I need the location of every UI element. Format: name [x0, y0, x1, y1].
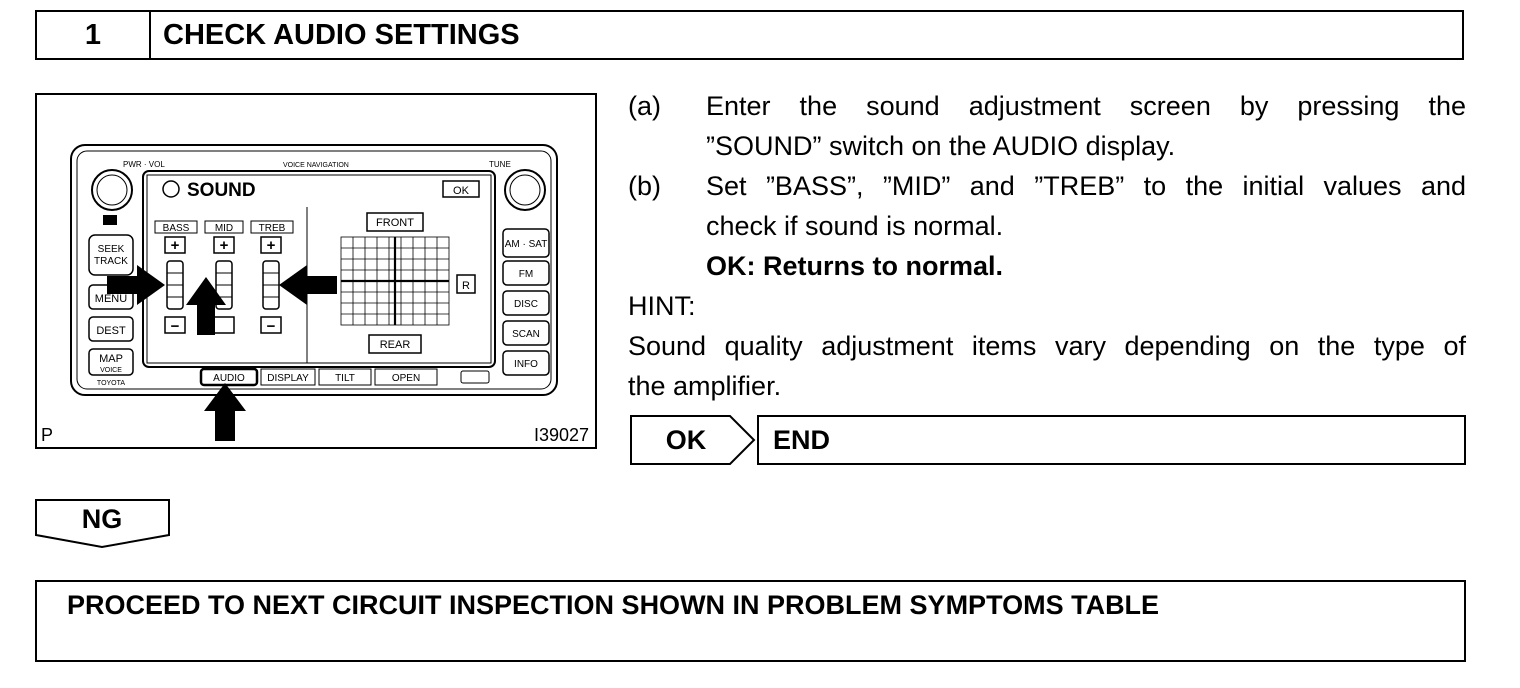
step-title: CHECK AUDIO SETTINGS	[163, 18, 520, 51]
ng-label: NG	[81, 503, 123, 534]
svg-text:SCAN: SCAN	[512, 329, 540, 340]
figure-corner-letter: P	[41, 425, 54, 445]
arrow-right-icon	[186, 277, 226, 335]
tune-knob-icon	[504, 169, 546, 211]
right-button	[456, 274, 476, 294]
display-screen	[142, 170, 496, 368]
map-voice-button	[88, 348, 134, 376]
label-voice-navigation: VOICE NAVIGATION	[283, 162, 349, 169]
svg-text:−: −	[171, 318, 180, 335]
hint-line2: the amplifier.	[628, 371, 782, 401]
fader-grid	[340, 236, 450, 326]
eq-plus-buttons: + + +	[164, 236, 282, 254]
step-number: 1	[37, 12, 151, 58]
step-b-marker: (b)	[628, 171, 661, 201]
hint-label: HINT:	[628, 291, 696, 321]
rear-button	[368, 334, 422, 354]
audio-tab	[199, 367, 259, 387]
svg-text:+: +	[171, 237, 180, 254]
arrow-right-icon	[107, 265, 165, 305]
seek-track-button	[88, 234, 134, 276]
dest-button	[88, 316, 134, 342]
figure-id: I39027	[533, 425, 589, 445]
screen-title: SOUND	[187, 180, 256, 201]
step-b-line1: Set ”BASS”, ”MID” and ”TREB” to the init…	[706, 171, 1466, 201]
mid-label-box	[204, 220, 244, 234]
audio-display-figure: PWR · VOL VOICE NAVIGATION TUNE SEEK TRA…	[35, 93, 597, 449]
step-a-marker: (a)	[628, 91, 661, 121]
brand-label: TOYOTA	[97, 380, 125, 387]
fm-button	[502, 260, 550, 286]
bass-label-box	[154, 220, 198, 234]
info-button	[502, 350, 550, 376]
svg-text:MENU: MENU	[95, 293, 127, 305]
svg-text:VOICE: VOICE	[100, 367, 122, 374]
step-a-line2: ”SOUND” switch on the AUDIO display.	[706, 131, 1176, 161]
svg-text:DISPLAY: DISPLAY	[267, 373, 309, 384]
svg-text:−: −	[267, 318, 276, 335]
am-sat-button	[502, 228, 550, 258]
disc-button	[502, 290, 550, 316]
next-action-box: PROCEED TO NEXT CIRCUIT INSPECTION SHOWN…	[35, 580, 1466, 662]
end-box: END	[757, 415, 1466, 465]
svg-text:SEEK: SEEK	[98, 244, 125, 255]
pointer-arrows	[107, 265, 337, 441]
svg-text:MAP: MAP	[99, 353, 123, 365]
svg-text:R: R	[462, 280, 470, 292]
arrow-up-icon	[204, 383, 246, 441]
svg-text:FM: FM	[519, 269, 533, 280]
display-tab	[260, 368, 316, 386]
svg-text:DISC: DISC	[514, 299, 538, 310]
svg-text:BASS: BASS	[163, 223, 190, 234]
label-tune: TUNE	[489, 160, 511, 169]
volume-knob-icon	[91, 169, 133, 211]
step-a-line1: Enter the sound adjustment screen by pre…	[706, 91, 1466, 121]
svg-text:AM · SAT: AM · SAT	[505, 239, 548, 250]
screen-ok-button	[442, 180, 480, 198]
front-button	[366, 212, 424, 232]
sound-icon	[162, 180, 180, 198]
step-header: 1 CHECK AUDIO SETTINGS	[35, 10, 1464, 60]
ok-result: OK: Returns to normal.	[706, 251, 1004, 281]
svg-text:TRACK: TRACK	[94, 256, 128, 267]
label-pwr-vol: PWR · VOL	[123, 160, 165, 169]
ok-arrow-tag	[630, 415, 756, 465]
svg-text:REAR: REAR	[380, 339, 411, 351]
hint-line1: Sound quality adjustment items vary depe…	[628, 331, 1466, 361]
arrow-left-icon	[279, 265, 337, 305]
eq-sliders	[166, 260, 280, 310]
svg-text:INFO: INFO	[514, 359, 538, 370]
head-unit-illustration: PWR · VOL VOICE NAVIGATION TUNE SEEK TRA…	[70, 144, 558, 441]
treb-label-box	[250, 220, 294, 234]
svg-text:AUDIO: AUDIO	[213, 373, 245, 384]
next-action-text: PROCEED TO NEXT CIRCUIT INSPECTION SHOWN…	[67, 590, 1160, 620]
svg-text:OK: OK	[453, 185, 470, 197]
svg-text:DEST: DEST	[96, 325, 126, 337]
eject-icon	[103, 215, 117, 225]
svg-text:+: +	[267, 237, 276, 254]
tilt-tab	[318, 368, 372, 386]
svg-text:MID: MID	[215, 223, 233, 234]
ng-arrow-tag	[35, 499, 170, 549]
head-unit-bezel	[70, 144, 558, 396]
svg-text:FRONT: FRONT	[376, 217, 414, 229]
eq-minus-buttons: − −	[164, 316, 282, 335]
svg-text:TILT: TILT	[335, 373, 355, 384]
scan-button	[502, 320, 550, 346]
ok-label: OK	[665, 424, 707, 455]
svg-text:OPEN: OPEN	[392, 373, 420, 384]
svg-text:TREB: TREB	[259, 223, 286, 234]
svg-text:+: +	[220, 237, 229, 254]
open-tab	[374, 368, 438, 386]
step-b-line2: check if sound is normal.	[706, 211, 1004, 241]
